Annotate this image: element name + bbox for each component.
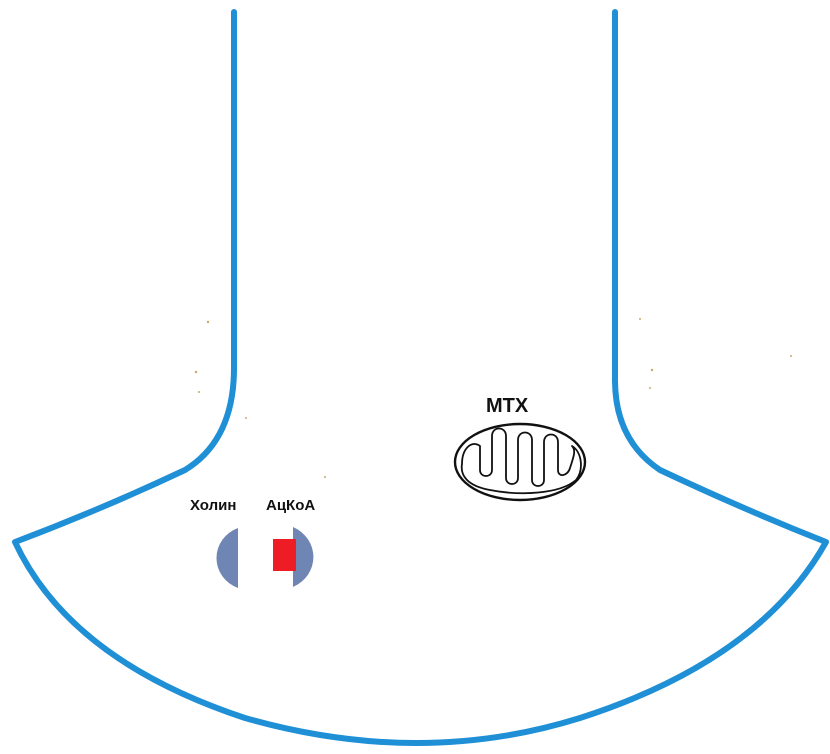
mitochondrion-outer-membrane [453,422,587,502]
axon-terminal-membrane [12,9,829,746]
acetyl-coa-half-disc [293,527,314,587]
choline-half-disc [216,528,238,588]
acetyl-coa-block [273,539,296,571]
background-specks [194,318,792,478]
mitochondrion-label: МТХ [486,395,529,417]
acetyl-coa-label: АцКоА [266,497,315,514]
mitochondrion-icon [453,422,587,502]
choline-label: Холин [190,497,236,514]
mitochondrion-cristae [460,427,582,495]
